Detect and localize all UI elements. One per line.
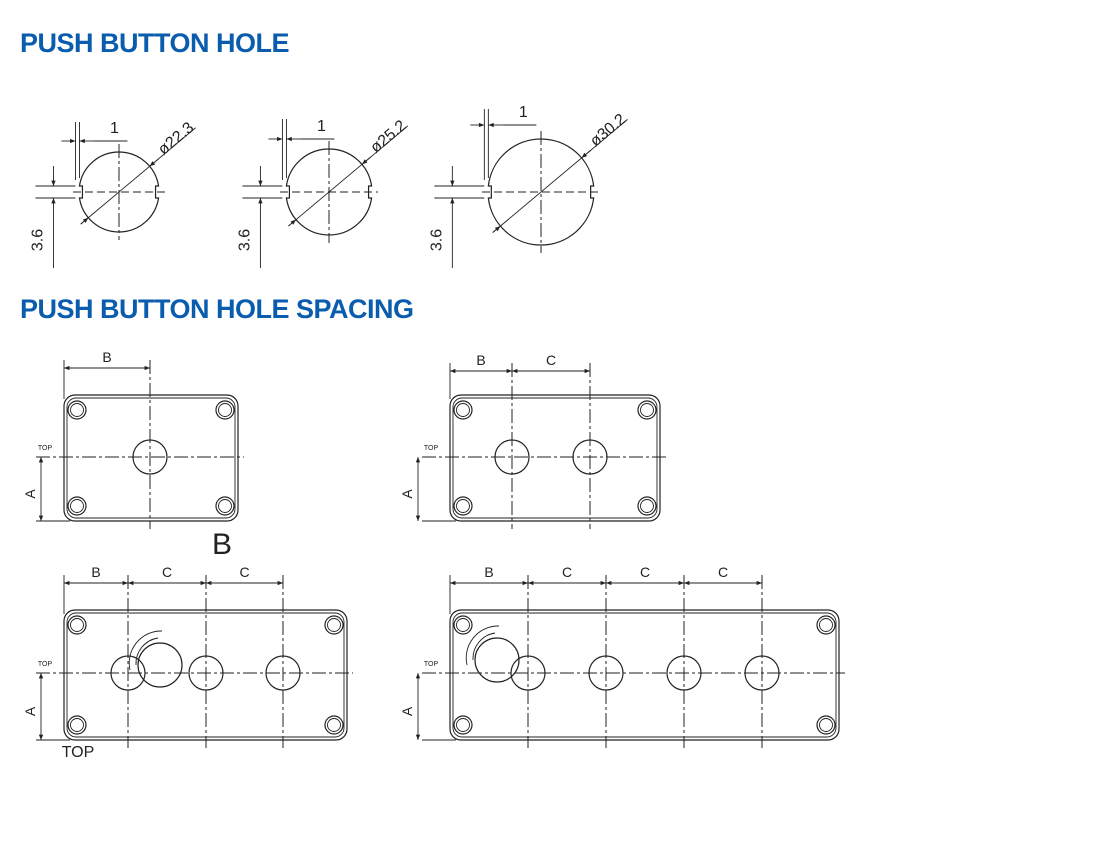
- top-marker-label: TOP: [424, 445, 439, 452]
- screw-hole-inner: [70, 718, 84, 732]
- plate-inner-outline: [66, 397, 236, 519]
- screw-hole-inner: [70, 499, 84, 513]
- screw-hole-inner: [70, 403, 84, 417]
- diameter-label: ø22.3: [155, 119, 197, 158]
- rotation-arc: [465, 625, 500, 666]
- dimension-b-label: B: [102, 349, 111, 365]
- screw-hole-inner: [327, 618, 341, 632]
- rotation-arc: [128, 630, 163, 671]
- key-label: 3.6: [428, 229, 445, 251]
- screw-hole: [637, 400, 657, 420]
- diameter-arrow: [361, 156, 372, 165]
- dimension-c-label: C: [239, 564, 249, 580]
- plate-inner-outline: [452, 612, 837, 738]
- screw-hole-inner: [819, 618, 833, 632]
- screw-hole: [453, 715, 473, 735]
- screw-hole-inner: [456, 618, 470, 632]
- top-marker-label: TOP: [424, 661, 439, 668]
- dimension-a-label: A: [399, 489, 415, 499]
- dimension-b-label: B: [476, 352, 485, 368]
- button-ghost-circle: [137, 642, 183, 688]
- diameter-line: [288, 125, 409, 227]
- hole-outline: [487, 138, 595, 246]
- top-caption: TOP: [62, 744, 95, 761]
- screw-hole: [67, 400, 87, 420]
- screw-hole: [324, 615, 344, 635]
- dimension-a-label: A: [22, 706, 38, 716]
- top-marker-label: TOP: [38, 445, 53, 452]
- rotation-arc: [135, 637, 159, 666]
- button-ghost-circle: [474, 637, 520, 683]
- screw-hole: [215, 496, 235, 516]
- screw-hole: [637, 496, 657, 516]
- diameter-label: ø30.2: [587, 111, 629, 150]
- screw-hole: [67, 496, 87, 516]
- screw-hole-inner: [218, 403, 232, 417]
- screw-hole: [67, 715, 87, 735]
- screw-hole: [453, 615, 473, 635]
- diameter-line: [492, 119, 628, 233]
- key-label: 3.6: [236, 229, 253, 251]
- dimension-a-label: A: [22, 489, 38, 499]
- diameter-arrow: [149, 158, 160, 167]
- rotation-arc: [472, 632, 496, 661]
- screw-hole: [453, 400, 473, 420]
- dimension-c-label: C: [718, 564, 728, 580]
- dimension-c-label: C: [640, 564, 650, 580]
- diameter-arrow: [581, 149, 592, 159]
- top-marker-label: TOP: [38, 661, 53, 668]
- screw-hole-inner: [218, 499, 232, 513]
- plate-2: B C A TOP: [399, 352, 666, 529]
- hole-detail-2: 1 3.6 ø25.2: [236, 117, 410, 268]
- gap-label: 1: [519, 104, 528, 121]
- diameter-arrow: [80, 217, 89, 225]
- screw-hole-inner: [640, 499, 654, 513]
- diameter-line: [80, 127, 196, 225]
- section-title-push-button-hole: PUSH BUTTON HOLE: [20, 28, 290, 58]
- diameter-arrow: [492, 225, 501, 233]
- screw-hole: [67, 615, 87, 635]
- hole-outline: [78, 151, 160, 233]
- hole-detail-1: 1 3.6 ø22.3: [29, 119, 197, 268]
- gap-label: 1: [110, 120, 119, 137]
- plate-outline: [63, 394, 239, 522]
- plate-outline: [449, 609, 840, 741]
- screw-hole: [324, 715, 344, 735]
- hole-outline: [285, 148, 373, 236]
- plate-4: B C C C A TOP: [399, 564, 845, 748]
- dimension-b-label: B: [91, 564, 100, 580]
- screw-hole: [816, 615, 836, 635]
- diameter-label: ø25.2: [367, 117, 409, 156]
- plate-type-caption: B: [212, 528, 232, 561]
- screw-hole: [215, 400, 235, 420]
- screw-hole-inner: [819, 718, 833, 732]
- dimension-c-label: C: [562, 564, 572, 580]
- dimension-a-label: A: [399, 706, 415, 716]
- key-label: 3.6: [29, 229, 46, 251]
- screw-hole-inner: [327, 718, 341, 732]
- screw-hole-inner: [456, 499, 470, 513]
- plate-3: B C C A TOP: [22, 564, 353, 748]
- diameter-arrow: [288, 219, 297, 227]
- screw-hole-inner: [70, 618, 84, 632]
- hole-detail-3: 1 3.6 ø30.2: [428, 104, 629, 268]
- plate-outline: [449, 394, 661, 522]
- gap-label: 1: [317, 118, 326, 135]
- plate-1: B A TOP: [22, 349, 244, 529]
- screw-hole-inner: [456, 403, 470, 417]
- screw-hole-inner: [640, 403, 654, 417]
- dimension-c-label: C: [162, 564, 172, 580]
- screw-hole: [816, 715, 836, 735]
- screw-hole-inner: [456, 718, 470, 732]
- plate-inner-outline: [452, 397, 658, 519]
- section-title-hole-spacing: PUSH BUTTON HOLE SPACING: [20, 294, 414, 324]
- dimension-b-label: B: [484, 564, 493, 580]
- screw-hole: [453, 496, 473, 516]
- dimension-c-label: C: [546, 352, 556, 368]
